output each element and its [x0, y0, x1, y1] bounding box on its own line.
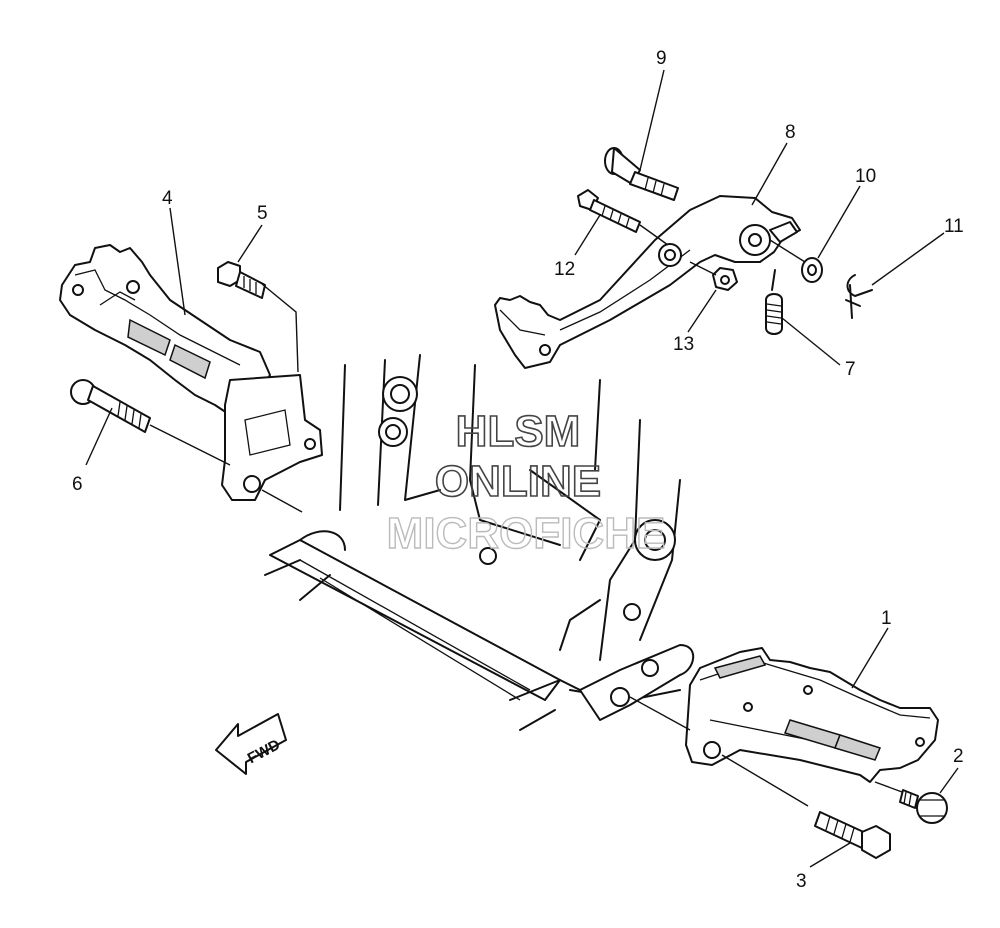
nut-13 [712, 267, 738, 291]
callout-5: 5 [257, 203, 268, 224]
cotter-pin-11 [845, 274, 873, 319]
washer-10 [801, 257, 823, 283]
bolt-6 [70, 379, 151, 433]
bolt-12 [577, 189, 641, 233]
watermark: HLSM ONLINE MICROFICHE [386, 406, 666, 559]
brake-pedal [494, 147, 873, 369]
callout-13: 13 [673, 334, 694, 355]
frame-structure [264, 354, 695, 731]
callout-9: 9 [656, 48, 667, 69]
bolt-3 [814, 811, 891, 859]
callout-3: 3 [796, 871, 807, 892]
callout-10: 10 [855, 166, 876, 187]
fwd-direction-arrow: FWD [215, 713, 287, 775]
watermark-line1: HLSM [456, 407, 581, 456]
bolt-2 [899, 789, 948, 824]
watermark-line3: MICROFICHE [387, 509, 666, 558]
callout-11: 11 [944, 216, 964, 237]
callout-4: 4 [162, 188, 173, 209]
callout-12: 12 [554, 259, 575, 280]
callout-2: 2 [953, 746, 964, 767]
pivot-bolt-9 [604, 147, 679, 201]
callout-leaders [85, 69, 959, 868]
callout-8: 8 [785, 122, 796, 143]
callout-numbers: 1 2 3 4 5 6 7 8 9 10 11 12 13 [72, 48, 964, 892]
bolt-5 [217, 261, 266, 299]
callout-7: 7 [845, 359, 856, 380]
right-footrest [629, 647, 948, 859]
left-footrest [59, 244, 323, 513]
callout-6: 6 [72, 474, 83, 495]
callout-1: 1 [881, 608, 892, 629]
spring-7 [765, 269, 783, 335]
watermark-line2: ONLINE [435, 457, 601, 506]
